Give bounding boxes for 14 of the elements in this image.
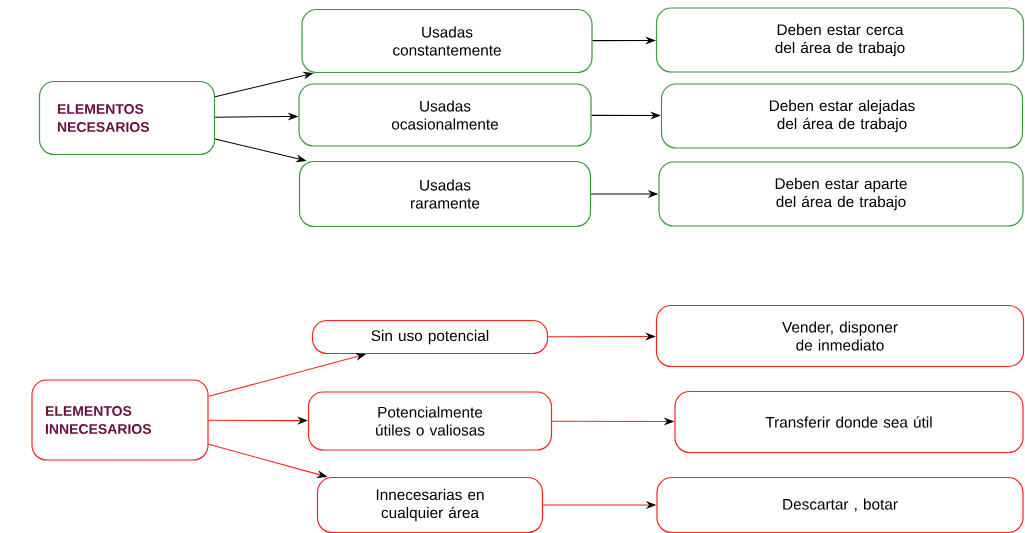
process-box: Usadas raramente (298, 160, 592, 228)
process-box: Vender, disponer de inmediato (655, 304, 1025, 368)
process-box: Potencialmente útiles o valiosas (307, 391, 553, 451)
process-box: Sin uso potencial (311, 319, 549, 355)
process-box: Descartar , botar (656, 476, 1024, 533)
heading-box: ELEMENTOS INNECESARIOS (31, 379, 209, 461)
process-box: Deben estar alejadas del área de trabajo (660, 83, 1024, 149)
heading-box: ELEMENTOS NECESARIOS (38, 80, 216, 156)
process-box: Deben estar cerca del área de trabajo (655, 7, 1025, 73)
process-box: Deben estar aparte del área de trabajo (658, 161, 1024, 227)
process-box: Transferir donde sea útil (674, 390, 1024, 454)
process-box: Usadas ocasionalmente (298, 83, 592, 147)
process-box: Usadas constantemente (301, 8, 593, 74)
process-box: Innecesarias en cualquier área (316, 476, 544, 533)
